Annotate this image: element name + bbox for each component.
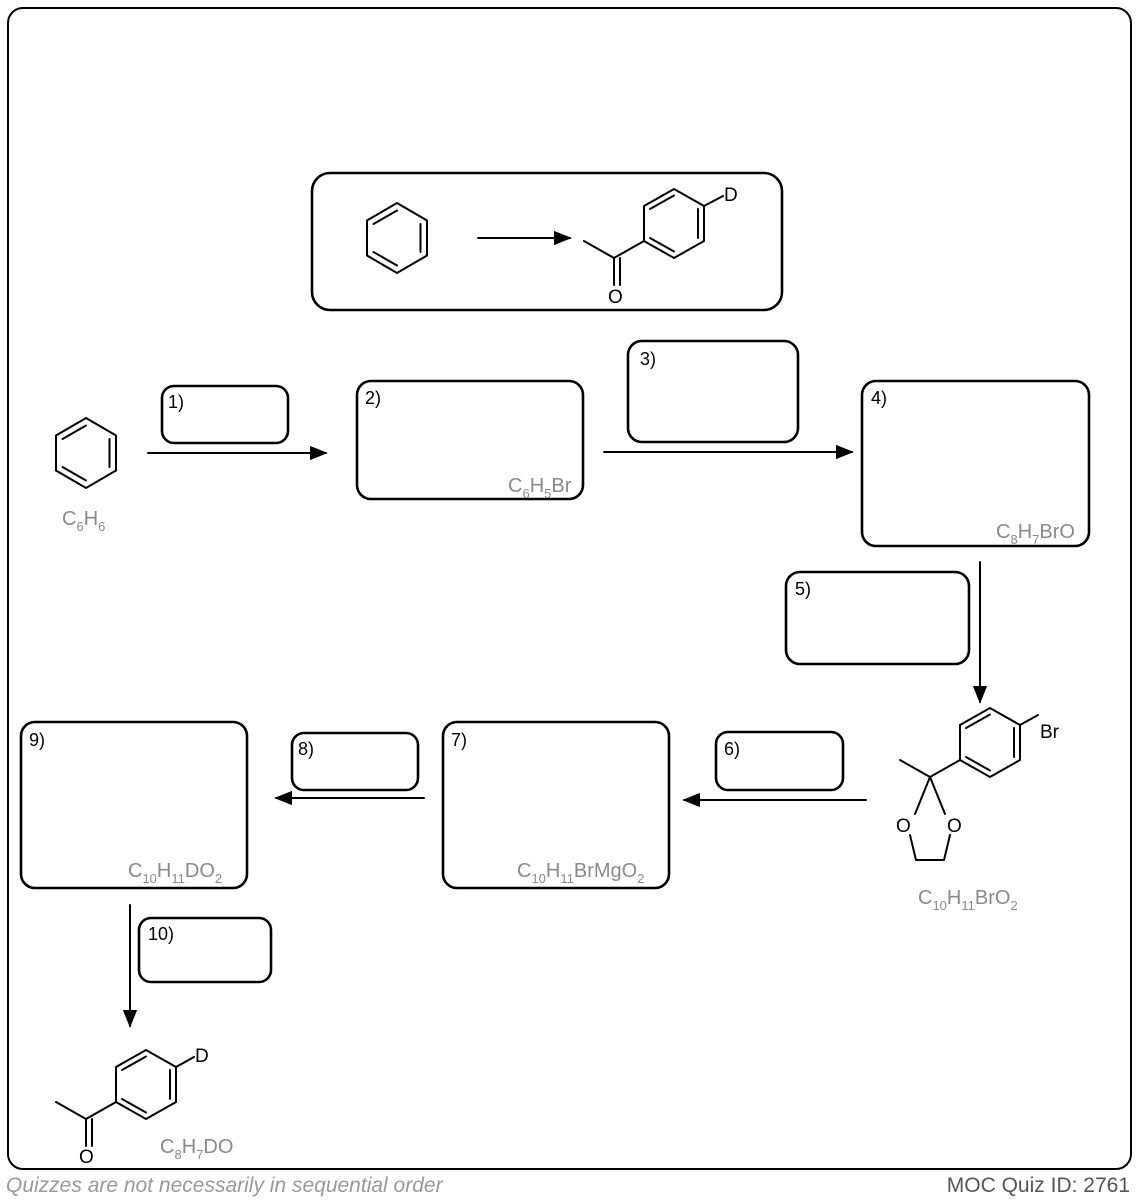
final-o-label: O <box>79 1147 94 1168</box>
formula-c8h7bro: C8H7BrO <box>996 521 1075 547</box>
target-d-label: D <box>724 185 738 206</box>
step-3-box[interactable] <box>626 339 800 444</box>
acetophenone-d-target: D O <box>583 185 738 308</box>
step-5-label: 5) <box>795 579 811 599</box>
step-9-label: 9) <box>29 730 45 750</box>
bromophenyl-dioxolane: Br O O <box>896 706 1060 861</box>
step-10-box[interactable] <box>137 916 273 984</box>
step-7-label: 7) <box>451 730 467 750</box>
benzene-target-start <box>366 201 428 275</box>
formula-c10h11brmgo2: C10H11BrMgO2 <box>517 860 644 886</box>
step-7-box[interactable] <box>441 720 671 890</box>
formula-c8h7do: C8H7DO <box>160 1136 233 1162</box>
step-6-label: 6) <box>724 739 740 759</box>
step-5-box[interactable] <box>784 570 971 666</box>
benzene-start <box>55 416 117 490</box>
footer-disclaimer: Quizzes are not necessarily in sequentia… <box>6 1174 443 1197</box>
formula-c10h11do2: C10H11DO2 <box>128 860 222 886</box>
step-2-label: 2) <box>365 388 381 408</box>
step-8-label: 8) <box>298 739 314 759</box>
formula-c6h5br: C6H5Br <box>508 475 572 501</box>
step-4-label: 4) <box>871 388 887 408</box>
quiz-id: MOC Quiz ID: 2761 <box>946 1174 1130 1197</box>
step-3-label: 3) <box>640 349 656 369</box>
step-4-box[interactable] <box>860 379 1091 548</box>
step-6-box[interactable] <box>714 730 845 792</box>
target-box <box>310 171 784 312</box>
step-2-box[interactable] <box>355 379 585 501</box>
step-9-box[interactable] <box>19 720 249 890</box>
ketal-o-left: O <box>896 816 911 837</box>
target-o-label: O <box>608 287 623 308</box>
br-label: Br <box>1040 722 1060 743</box>
ketal-o-right: O <box>947 816 962 837</box>
acetophenone-d-final: D O <box>55 1046 209 1168</box>
formula-c10h11bro2: C10H11BrO2 <box>918 887 1018 913</box>
step-1-label: 1) <box>168 392 184 412</box>
step-10-label: 10) <box>148 924 174 944</box>
quiz-frame <box>7 7 1132 1170</box>
step-1-box[interactable] <box>160 384 290 445</box>
final-d-label: D <box>195 1046 209 1067</box>
step-8-box[interactable] <box>290 731 420 792</box>
formula-c6h6: C6H6 <box>62 508 105 534</box>
